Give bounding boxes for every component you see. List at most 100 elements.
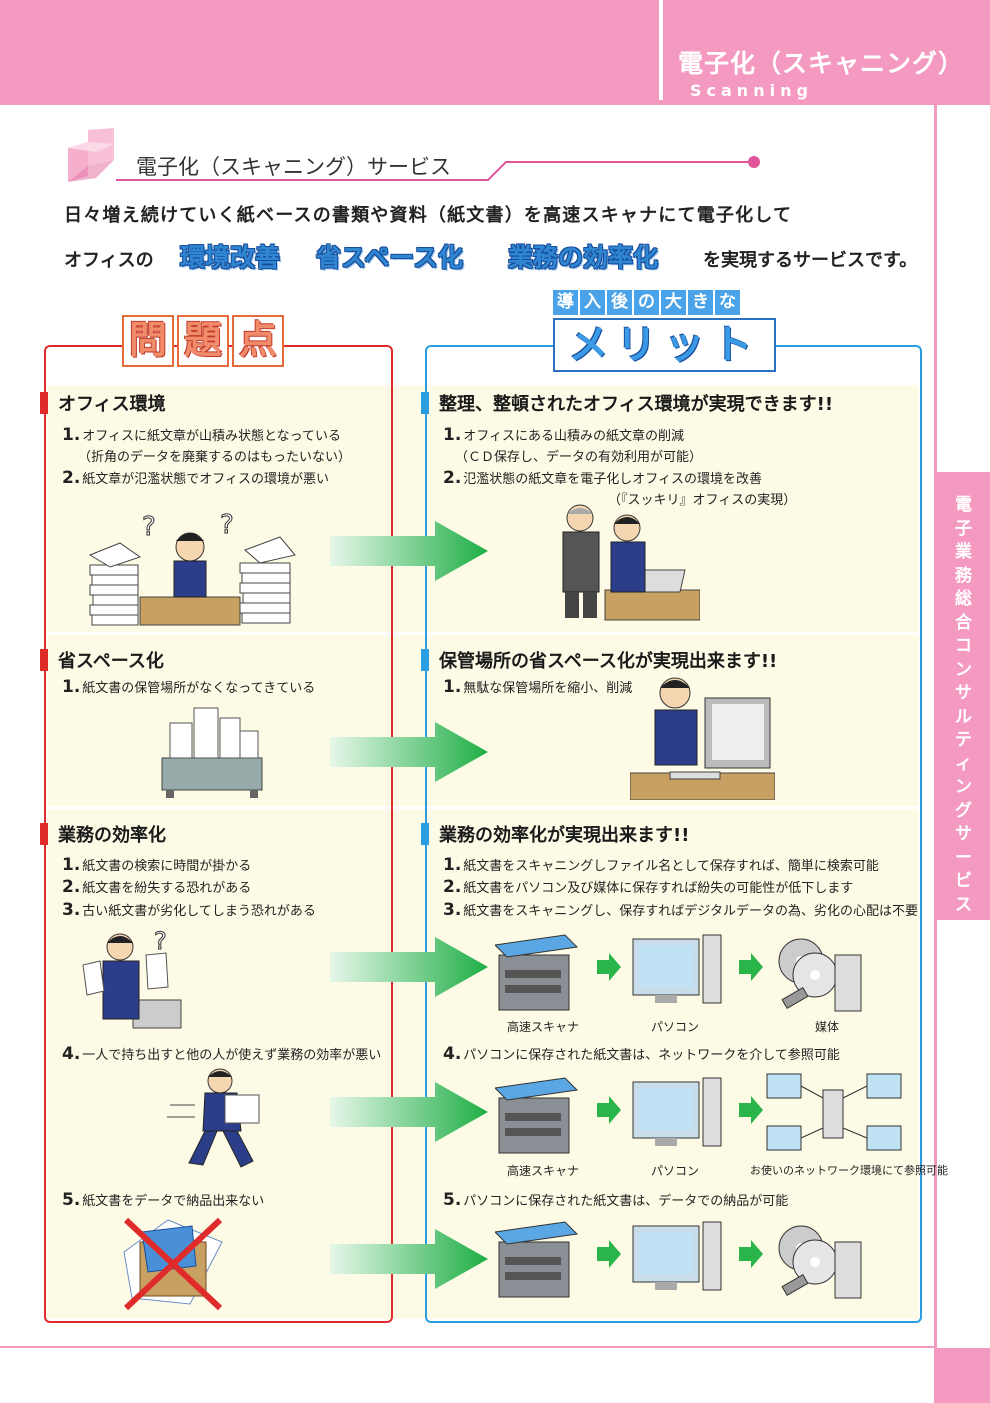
computer-worker-illustration (630, 677, 775, 800)
header-subtitle: Scanning (690, 81, 813, 100)
merit-item: 2.紙文書をパソコン及び媒体に保存すれば紛失の可能性が低下します (443, 877, 854, 897)
computer-icon (632, 1077, 722, 1147)
cube-icon (68, 128, 114, 182)
merit-sublabel: 導 入 後 の 大 き な (553, 290, 740, 315)
merit-sublabel-char: 後 (607, 290, 632, 315)
problem-item: 2.紙文書を紛失する恐れがある (62, 877, 252, 897)
problem-title-text: 省スペース化 (58, 651, 164, 672)
problem-item: 1.オフィスに紙文章が山積み状態となっている (62, 425, 341, 445)
problem-item: 4.一人で持ち出すと他の人が使えず業務の効率が悪い (62, 1044, 382, 1064)
side-tab-label: 電子業務総合コンサルティングサービス (955, 495, 972, 915)
computer-icon (632, 934, 722, 1004)
problem-label-char: 題 (177, 315, 229, 367)
problem-item: 1.紙文書の保管場所がなくなってきている (62, 677, 316, 697)
arrow-right-icon (330, 937, 488, 997)
section-marker (421, 392, 429, 414)
pc-label: パソコン (651, 1164, 700, 1178)
merit-title-text: 保管場所の省スペース化が実現出来ます!! (439, 651, 778, 672)
scanner-icon (495, 1221, 579, 1298)
merit-item: 2.氾濫状態の紙文章を電子化しオフィスの環境を改善 (443, 468, 763, 488)
problem-title-efficiency: 業務の効率化 (40, 821, 166, 847)
scanner-label: 高速スキャナ (507, 1020, 580, 1034)
pc-label: パソコン (651, 1020, 700, 1034)
arrow-right-icon (330, 1082, 488, 1142)
network-icon (766, 1073, 902, 1151)
highlight-environment: 環境改善 (180, 243, 281, 272)
header-bar: 電子化（スキャニング） Scanning (0, 0, 990, 105)
service-heading: 電子化（スキャニング）サービス (136, 155, 451, 179)
problem-title-text: 業務の効率化 (58, 825, 166, 846)
businessmen-illustration (562, 504, 700, 621)
section-marker (421, 649, 429, 671)
svg-text:?: ? (220, 510, 234, 540)
merit-item: （『スッキリ』オフィスの実現） (608, 493, 797, 508)
scanner-label: 高速スキャナ (507, 1164, 580, 1178)
media-icon (778, 938, 862, 1012)
problem-title-text: オフィス環境 (58, 394, 166, 415)
arrow-right-icon (330, 722, 488, 782)
section-marker (40, 392, 48, 414)
problem-item: 2.紙文章が氾濫状態でオフィスの環境が悪い (62, 468, 330, 488)
merit-sublabel-char: 導 (553, 290, 578, 315)
problem-title-office: オフィス環境 (40, 390, 166, 416)
scanner-icon (495, 934, 579, 1011)
intro-line-1: 日々増え続けていく紙ベースの書類や資料（紙文書）を高速スキャナにて電子化して (64, 205, 793, 226)
merit-item: 3.紙文書をスキャニングし、保存すればデジタルデータの為、劣化の心配は不要 (443, 900, 919, 920)
merit-title-text: 整理、整頓されたオフィス環境が実現できます!! (439, 394, 834, 415)
problem-title-space: 省スペース化 (40, 647, 164, 673)
merit-title-space: 保管場所の省スペース化が実現出来ます!! (421, 647, 777, 673)
side-rule (934, 105, 937, 1403)
scanner-icon (495, 1077, 579, 1154)
media-label: 媒体 (815, 1020, 840, 1034)
merit-item: （ＣＤ保存し、データの有効利用が可能） (455, 450, 703, 465)
section-marker (40, 649, 48, 671)
header-title: 電子化（スキャニング） (678, 49, 965, 78)
merit-title-text: 業務の効率化が実現出来ます!! (439, 825, 690, 846)
merit-item: 1.無駄な保管場所を縮小、削減 (443, 677, 633, 697)
running-worker-illustration (167, 1068, 260, 1168)
merit-title-efficiency: 業務の効率化が実現出来ます!! (421, 821, 689, 847)
merit-sublabel-char: 大 (661, 290, 686, 315)
highlight-efficiency: 業務の効率化 (508, 243, 659, 272)
band-separator (47, 806, 919, 809)
arrow-right-icon (330, 521, 488, 581)
merit-sublabel-char: な (715, 290, 740, 315)
highlight-space: 省スペース化 (316, 243, 464, 272)
merit-item: 1.オフィスにある山積みの紙文章の削減 (443, 425, 685, 445)
merit-item: 5.パソコンに保存された紙文書は、データでの納品が可能 (443, 1190, 789, 1210)
network-label: お使いのネットワーク環境にて参照可能 (750, 1164, 948, 1177)
problem-item: 1.紙文書の検索に時間が掛かる (62, 855, 252, 875)
stressed-worker-illustration: ? ? (88, 510, 296, 626)
problem-item: 3.古い紙文書が劣化してしまう恐れがある (62, 900, 316, 920)
cluttered-desk-illustration (161, 707, 263, 798)
problem-label-char: 問 (122, 315, 174, 367)
media-icon (778, 1225, 862, 1299)
problem-label: 問 題 点 (122, 315, 284, 367)
svg-text:?: ? (142, 512, 156, 542)
crossed-documents-illustration (123, 1217, 223, 1311)
problem-label-char: 点 (232, 315, 284, 367)
merit-sublabel-char: の (634, 290, 659, 315)
device-flow-row-1 (495, 934, 862, 1012)
merit-sublabel-char: き (688, 290, 713, 315)
service-heading-decoration (68, 128, 760, 182)
svg-text:?: ? (154, 927, 167, 955)
merit-sublabel-char: 入 (580, 290, 605, 315)
computer-icon (632, 1221, 722, 1291)
merit-title-office: 整理、整頓されたオフィス環境が実現できます!! (421, 390, 833, 416)
footer-rule (0, 1346, 934, 1348)
band-separator (47, 632, 919, 635)
section-marker (40, 823, 48, 845)
device-flow-row-3 (495, 1221, 862, 1299)
header-divider (659, 0, 663, 100)
arrow-right-icon (330, 1229, 488, 1289)
intro-line-2-prefix: オフィスの (64, 250, 154, 271)
side-tab-footer (937, 1348, 990, 1403)
merit-item: 1.紙文書をスキャニングしファイル名として保存すれば、簡単に検索可能 (443, 855, 879, 875)
problem-item: 5.紙文書をデータで納品出来ない (62, 1190, 265, 1210)
merit-item: 4.パソコンに保存された紙文書は、ネットワークを介して参照可能 (443, 1044, 840, 1064)
problem-item: （折角のデータを廃棄するのはもったいない） (78, 450, 352, 465)
phone-worker-illustration: ? (82, 927, 182, 1029)
device-flow-row-2 (495, 1073, 902, 1154)
merit-label: メリット (553, 318, 776, 372)
